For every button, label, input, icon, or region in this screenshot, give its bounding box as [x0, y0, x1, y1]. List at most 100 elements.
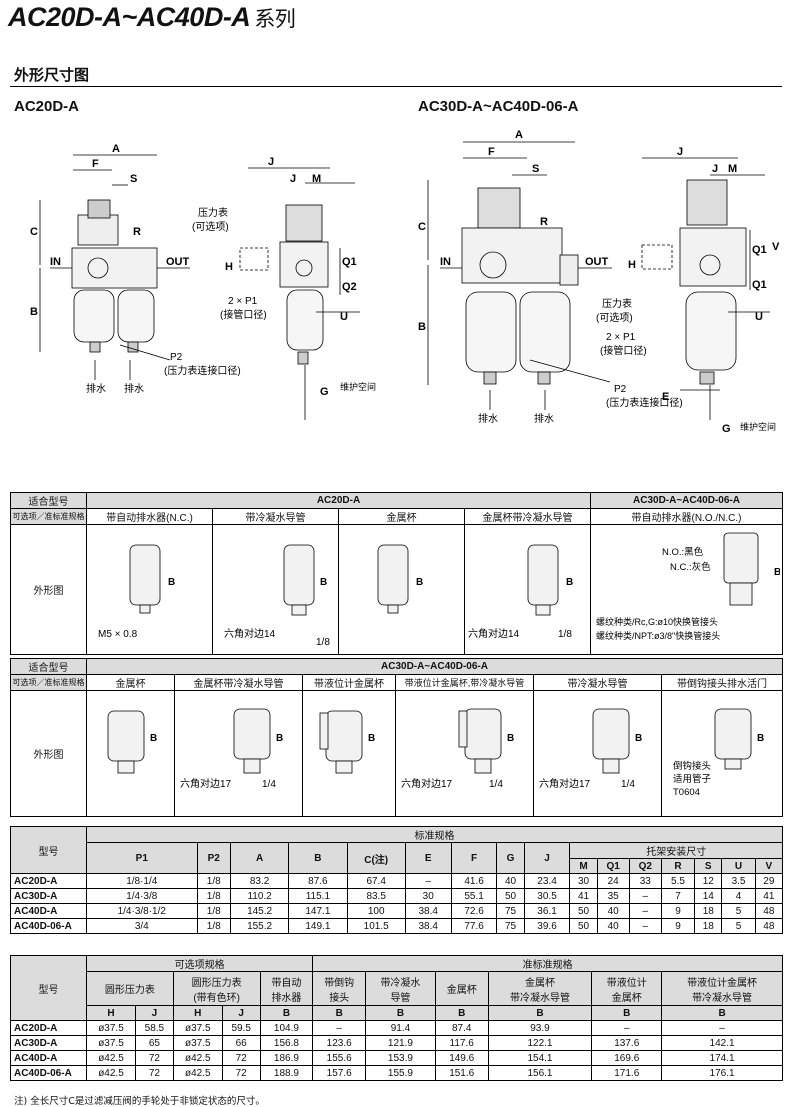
- model-label-left: AC20D-A: [14, 98, 80, 115]
- t4-cell: 117.6: [434, 1035, 489, 1051]
- t3-cell: 1/4·3/8·1/2: [86, 903, 198, 919]
- t3-cell: 36.1: [523, 903, 571, 919]
- t1-b-3: B: [566, 577, 573, 588]
- t4-cell: 155.6: [312, 1050, 367, 1066]
- t3-cell: 40: [596, 918, 630, 934]
- t1-g2: AC30D-A~AC40D-06-A: [590, 492, 783, 509]
- dim-v-right: V: [772, 241, 780, 253]
- p2-label-right: P2: [614, 384, 627, 395]
- t4-cell: ø37.5: [86, 1035, 136, 1051]
- t3-cell: 115.1: [288, 888, 348, 904]
- drain-label-left-1: 排水: [86, 382, 106, 395]
- t3-col-P2: P2: [196, 842, 231, 874]
- t3-model: 型号: [10, 826, 87, 874]
- t1-col-2: 金属杯: [338, 508, 465, 525]
- t1-col-3: 金属杯带冷凝水导管: [464, 508, 591, 525]
- gauge-label-right: 压力表: [602, 297, 632, 310]
- t4-g7: 带液位计 金属杯: [591, 971, 663, 1006]
- t3-cell: 1/8: [196, 903, 231, 919]
- t3-cell: 3/4: [86, 918, 198, 934]
- t2-q14-c: 1/4: [621, 779, 635, 790]
- t3-cell: 23.4: [523, 873, 571, 889]
- t2-b-4: B: [635, 733, 642, 744]
- t1-b-0: B: [168, 577, 175, 588]
- t4-cell: ø37.5: [172, 1020, 223, 1036]
- t3-col-M: M: [569, 858, 598, 874]
- t4-opt: 可选项规格: [85, 955, 314, 972]
- t3-cell: 87.6: [288, 873, 348, 889]
- t4-sub-8: B: [487, 1005, 593, 1021]
- p2-label-left: P2: [170, 352, 183, 363]
- t3-col-S: S: [694, 858, 723, 874]
- t3-cell: 101.5: [346, 918, 406, 934]
- t3-cell: 1/8: [196, 873, 231, 889]
- dim-j2-right: J: [712, 163, 718, 175]
- t4-cell: 123.6: [312, 1035, 367, 1051]
- dim-a-right: A: [515, 129, 523, 141]
- t4-row-model: AC20D-A: [10, 1020, 87, 1036]
- t4-cell: 137.6: [591, 1035, 663, 1051]
- t3-cell: 9: [660, 903, 696, 919]
- t3-cell: 9: [660, 918, 696, 934]
- t4-cell: 171.6: [591, 1065, 663, 1081]
- maint-label-right: 维护空间: [740, 421, 776, 432]
- t4-sub-3: J: [221, 1005, 261, 1021]
- t4-cell: 156.8: [259, 1035, 314, 1051]
- t2-pic-0: B: [86, 690, 175, 817]
- t3-row-model: AC40D-06-A: [10, 918, 87, 934]
- out-label-left: OUT: [166, 256, 190, 268]
- t3-cell: 3.5: [721, 873, 756, 889]
- t3-cell: 75: [496, 903, 525, 919]
- t4-cell: 153.9: [365, 1050, 436, 1066]
- t4-row-model: AC40D-A: [10, 1050, 87, 1066]
- t3-cell: –: [628, 903, 662, 919]
- t4-sub-2: H: [172, 1005, 223, 1021]
- t4-sub-7: B: [434, 1005, 489, 1021]
- footnote: 注) 全长尺寸C是过滤减压阀的手轮处于非锁定状态的尺寸。: [14, 1096, 265, 1107]
- t3-row-model: AC40D-A: [10, 903, 87, 919]
- option-table-1: 适合型号 AC20D-A AC30D-A~AC40D-06-A 可选项／准标准规…: [10, 492, 783, 655]
- t2-col-3: 带液位计金属杯,带冷凝水导管: [395, 674, 534, 691]
- t4-cell: 157.6: [312, 1065, 367, 1081]
- dim-g-right: G: [722, 423, 731, 435]
- t4-qstd: 准标准规格: [312, 955, 783, 972]
- t1-q18-a: 1/8: [316, 637, 330, 648]
- t4-row-model: AC30D-A: [10, 1035, 87, 1051]
- t2-q14-b: 1/4: [489, 779, 503, 790]
- dim-f-left: F: [92, 158, 99, 170]
- t3-cell: 48: [754, 903, 784, 919]
- t3-cell: 1/8: [196, 888, 231, 904]
- t4-cell: –: [661, 1020, 783, 1036]
- t3-cell: 39.6: [523, 918, 571, 934]
- t4-cell: 169.6: [591, 1050, 663, 1066]
- dim-u-left: U: [340, 311, 348, 323]
- t3-cell: 40: [496, 873, 525, 889]
- t3-col-A: A: [229, 842, 290, 874]
- t4-sub-10: B: [661, 1005, 783, 1021]
- t3-col-U: U: [721, 858, 756, 874]
- t4-cell: ø37.5: [172, 1035, 223, 1051]
- t1-col-4: 带自动排水器(N.O./N.C.): [590, 508, 783, 525]
- drain-label-right-1: 排水: [478, 412, 498, 425]
- t1-thread2: 螺纹种类/NPT:ø3/8"快换管接头: [596, 630, 720, 641]
- t2-barb3: T0604: [673, 787, 700, 798]
- t4-cell: 72: [135, 1050, 174, 1066]
- t4-g4: 带冷凝水 导管: [365, 971, 436, 1006]
- t3-cell: 50: [569, 918, 598, 934]
- t4-g3: 带倒钩 接头: [312, 971, 367, 1006]
- t3-cell: –: [404, 873, 452, 889]
- t3-cell: 40: [596, 903, 630, 919]
- t4-cell: 149.6: [434, 1050, 489, 1066]
- t3-cell: 7: [660, 888, 696, 904]
